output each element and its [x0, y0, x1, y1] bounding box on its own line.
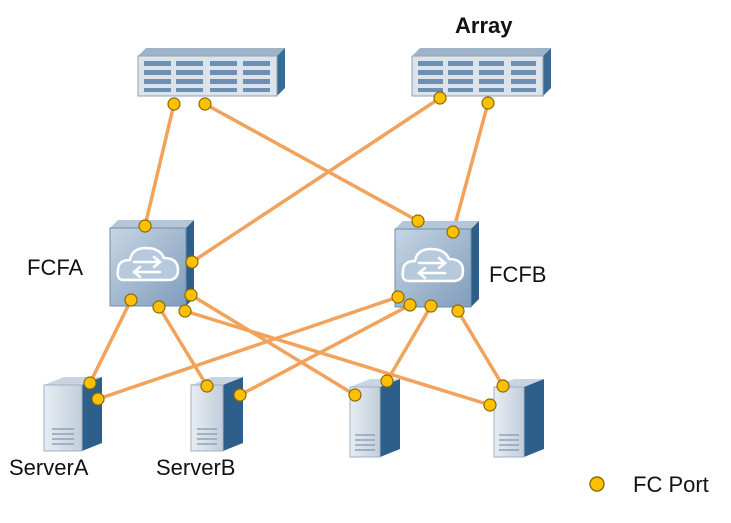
fc-port-icon: [481, 96, 495, 110]
link-fcfb-server2: [238, 303, 412, 397]
fc-switch-icon: [394, 221, 479, 308]
link-fcfa-server1: [88, 298, 133, 385]
link-array1-fcfa: [143, 102, 176, 228]
fc-port-icon: [185, 255, 199, 269]
fc-port-icon: [91, 392, 105, 406]
fc-port-icon: [391, 290, 405, 304]
fc-port-icon: [184, 288, 198, 302]
link-fcfb-server3: [385, 304, 433, 383]
server-a-label: ServerA: [9, 455, 89, 480]
link-fcfb-server4: [456, 309, 505, 388]
link-array1-fcfb: [203, 102, 420, 223]
fc-port-icon: [433, 91, 447, 105]
array-label: Array: [455, 13, 513, 38]
fc-port-icon: [178, 304, 192, 318]
fc-switch-icon: [109, 220, 194, 307]
server-tower-icon: [190, 377, 243, 452]
fc-port-icon: [446, 225, 460, 239]
link-fcfb-server1: [96, 295, 400, 401]
fc-port-icon: [380, 374, 394, 388]
fc-port-icon: [200, 379, 214, 393]
legend-fc-port-label: FC Port: [633, 472, 709, 497]
fcfb-label: FCFB: [489, 262, 547, 287]
server-tower-icon: [493, 379, 544, 458]
storage-array-icon: [411, 48, 551, 97]
fc-port-icon: [124, 293, 138, 307]
legend-fc-port-icon: [589, 476, 605, 492]
server-b-label: ServerB: [156, 455, 236, 480]
fc-port-icon: [167, 97, 181, 111]
fc-port-icon: [424, 299, 438, 313]
fc-ports: [83, 91, 510, 412]
link-fcfa-server2: [157, 305, 209, 388]
fc-port-icon: [152, 300, 166, 314]
link-array2-fcfa: [190, 96, 442, 264]
link-fcfa-server4: [183, 309, 492, 407]
storage-array-icon: [137, 48, 285, 97]
fc-port-icon: [483, 398, 497, 412]
fc-port-icon: [411, 214, 425, 228]
fc-port-icon: [403, 298, 417, 312]
fc-port-icon: [348, 388, 362, 402]
fc-links: [88, 96, 505, 407]
link-fcfa-server3: [189, 293, 357, 397]
fc-port-icon: [496, 379, 510, 393]
link-array2-fcfb: [451, 101, 490, 234]
fcfa-label: FCFA: [27, 255, 84, 280]
fc-port-icon: [138, 219, 152, 233]
fc-port-icon: [451, 304, 465, 318]
fc-port-icon: [83, 376, 97, 390]
fc-port-icon: [233, 388, 247, 402]
fc-port-icon: [198, 97, 212, 111]
